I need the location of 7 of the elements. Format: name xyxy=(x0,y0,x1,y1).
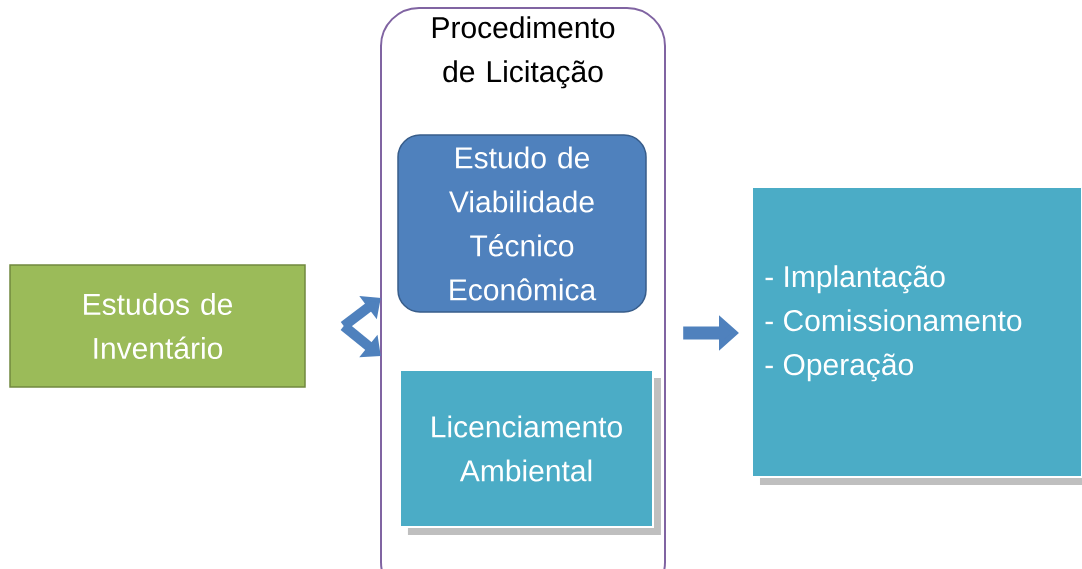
heading: Procedimento de Licitação xyxy=(432,16,615,89)
rounded-box: Estudo de Viabilidade Técnico Econômica xyxy=(397,134,647,313)
container-box xyxy=(380,7,666,569)
process-box: Estudos de Inventário xyxy=(9,264,306,388)
process-box: Licenciamento Ambiental xyxy=(399,369,661,535)
list-text: - Implantação - Comissionamento - Operação xyxy=(765,265,1022,382)
list-box xyxy=(751,186,1082,485)
